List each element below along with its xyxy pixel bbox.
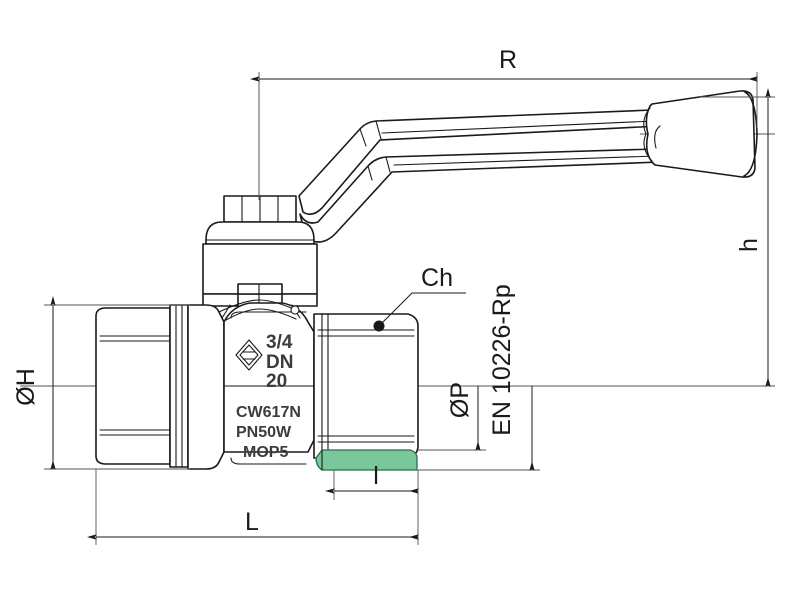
callout-standard: EN 10226-Rp	[418, 284, 540, 471]
lever-handle	[298, 90, 758, 243]
callout-label-Ch: Ch	[421, 264, 453, 292]
callout-Ch: Ch	[378, 264, 466, 327]
dimension-OP: ØP	[418, 382, 486, 451]
marking-pressure: PN50W	[236, 424, 292, 441]
body-markings: 3/4 DN 20 CW617N PN50W MOP5	[235, 332, 301, 461]
callout-label-standard: EN 10226-Rp	[488, 284, 516, 435]
dimension-label-OH: ØH	[12, 368, 40, 406]
dimension-L: L	[87, 469, 419, 545]
valve-body	[95, 299, 419, 471]
marking-dn-value: 20	[266, 371, 287, 392]
dimension-label-L: L	[245, 508, 259, 536]
marking-dn-label: DN	[266, 352, 293, 373]
diamond-logo	[235, 339, 263, 371]
dimension-label-OP: ØP	[446, 382, 474, 418]
dimension-h: h	[520, 88, 775, 387]
stem-assembly	[202, 195, 318, 307]
marking-mop: MOP5	[243, 444, 288, 461]
dimension-R: R	[249, 46, 758, 200]
thread-highlight	[315, 449, 418, 471]
marking-size: 3/4	[266, 332, 293, 353]
marking-material: CW617N	[236, 404, 301, 421]
dimension-OH: ØH	[12, 296, 190, 470]
dimension-label-R: R	[499, 46, 517, 74]
dimension-l: l	[325, 462, 419, 500]
dimension-label-h: h	[735, 238, 763, 252]
dimension-label-l: l	[373, 462, 379, 490]
